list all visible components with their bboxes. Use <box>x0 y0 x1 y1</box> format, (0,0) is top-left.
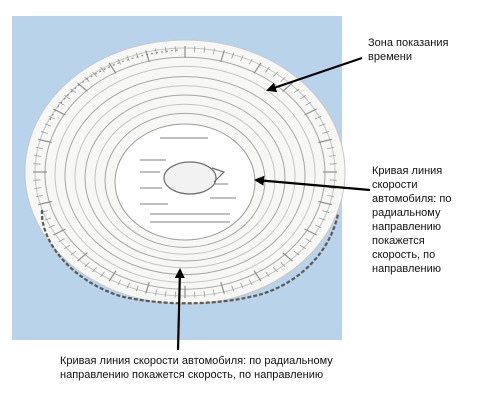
disc-ring <box>94 103 276 255</box>
time-tick <box>280 261 286 267</box>
time-tick <box>108 270 117 282</box>
time-tick <box>70 250 77 256</box>
arrow-icon <box>174 268 185 351</box>
time-tick <box>322 210 330 213</box>
disc-ring <box>84 94 286 262</box>
time-tick <box>265 271 270 277</box>
time-tick <box>231 285 235 292</box>
time-tick <box>100 67 105 73</box>
speed-curve-label-right: Кривая линия скорости автомобиля: по рад… <box>372 165 452 275</box>
speed-trace-curve-secondary <box>49 49 181 121</box>
time-tick <box>155 289 158 296</box>
time-tick <box>100 271 105 277</box>
time-tick <box>273 71 278 78</box>
time-tick <box>220 50 225 63</box>
time-tick <box>248 58 253 65</box>
time-tick <box>135 52 139 59</box>
time-tick <box>34 187 42 189</box>
time-tick <box>299 95 306 100</box>
time-tick <box>117 58 122 65</box>
time-tick <box>117 279 122 286</box>
time-tick <box>77 252 88 262</box>
time-tick <box>145 281 150 294</box>
speed-curve-label-bottom: Кривая линия скорости автомобиля: по рад… <box>60 355 333 381</box>
time-tick <box>203 47 206 54</box>
time-tick <box>135 285 139 292</box>
time-tick <box>299 244 306 249</box>
time-tick <box>64 244 71 249</box>
time-tick <box>126 282 130 289</box>
time-tick <box>38 200 52 206</box>
time-tick <box>34 155 42 157</box>
time-zone-label: Зона показания времени <box>368 37 449 63</box>
time-tick <box>282 82 293 92</box>
time-tick <box>84 261 90 267</box>
disc-center-notch <box>211 167 226 183</box>
time-tick <box>305 238 312 243</box>
time-tick <box>35 147 43 149</box>
disc-ring <box>54 65 316 283</box>
time-tick <box>212 289 215 296</box>
time-tick <box>38 138 52 144</box>
time-tick <box>305 101 312 106</box>
time-tick <box>203 290 206 297</box>
time-tick <box>48 224 56 229</box>
time-tick <box>108 62 117 74</box>
disc-center-hole <box>163 161 217 195</box>
time-tick <box>322 131 330 134</box>
time-tick <box>58 238 65 243</box>
time-tick <box>265 67 270 73</box>
time-tick <box>164 47 167 54</box>
time-tick <box>240 282 244 289</box>
time-scale-ticks <box>33 46 337 298</box>
time-tick <box>328 155 336 157</box>
time-tick <box>92 71 97 78</box>
disc-ring <box>64 76 306 276</box>
time-tick <box>92 266 97 273</box>
time-tick <box>44 217 52 221</box>
time-tick <box>40 131 48 134</box>
time-tick <box>304 228 317 236</box>
time-tick <box>70 88 77 94</box>
arrow-icon <box>266 56 363 93</box>
time-tick <box>44 123 52 127</box>
time-tick <box>231 52 235 59</box>
time-tick <box>314 115 322 120</box>
time-tick <box>35 195 43 197</box>
disc-hub-print <box>140 137 236 223</box>
time-tick <box>64 95 71 100</box>
time-tick <box>293 88 300 94</box>
time-tick <box>328 187 336 189</box>
time-tick <box>145 50 150 63</box>
time-tick <box>273 266 278 273</box>
time-tick <box>253 270 262 282</box>
time-tick <box>318 123 326 127</box>
time-tick <box>220 281 225 294</box>
disc-ring <box>74 85 296 269</box>
speed-trace-curve <box>40 209 340 305</box>
time-tick <box>212 48 215 55</box>
time-tick <box>126 55 130 62</box>
time-tick <box>304 108 317 116</box>
time-tick <box>318 138 332 144</box>
time-tick <box>327 195 335 197</box>
time-tick <box>240 55 244 62</box>
time-tick <box>318 200 332 206</box>
time-tick <box>282 252 293 262</box>
time-tick <box>53 228 66 236</box>
time-tick <box>327 147 335 149</box>
time-tick <box>164 290 167 297</box>
time-tick <box>318 217 326 221</box>
time-tick <box>280 77 286 83</box>
time-tick <box>314 224 322 229</box>
time-tick <box>58 101 65 106</box>
time-tick <box>248 279 253 286</box>
time-tick <box>48 115 56 120</box>
time-tick <box>253 62 262 74</box>
arrow-icon <box>254 175 371 192</box>
time-tick <box>293 250 300 256</box>
